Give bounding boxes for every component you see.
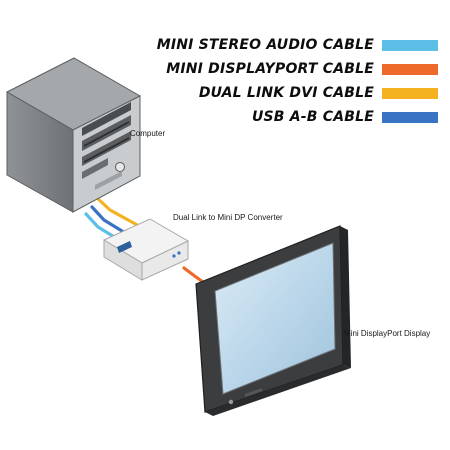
monitor-icon (195, 225, 351, 416)
legend-label: MINI DISPLAYPORT CABLE (166, 61, 374, 77)
legend-swatch-dvi (382, 87, 438, 99)
legend-item-usb: USB A-B CABLE (252, 109, 438, 125)
legend-swatch-usb (382, 111, 438, 123)
converter-box-icon (102, 218, 190, 281)
legend-label: USB A-B CABLE (251, 109, 374, 125)
legend-item-dvi: DUAL LINK DVI CABLE (199, 85, 438, 101)
display-label: Mini DisplayPort Display (344, 329, 431, 338)
legend-item-audio: MINI STEREO AUDIO CABLE (157, 37, 438, 53)
legend-swatch-audio (382, 39, 438, 51)
converter-label: Dual Link to Mini DP Converter (173, 213, 283, 222)
legend-label: MINI STEREO AUDIO CABLE (156, 37, 374, 53)
computer-label: Computer (130, 129, 166, 138)
legend-item-minidp: MINI DISPLAYPORT CABLE (166, 61, 438, 77)
legend-label: DUAL LINK DVI CABLE (198, 85, 374, 101)
desktop-tower-icon (5, 57, 142, 213)
legend-swatch-minidp (382, 63, 438, 75)
